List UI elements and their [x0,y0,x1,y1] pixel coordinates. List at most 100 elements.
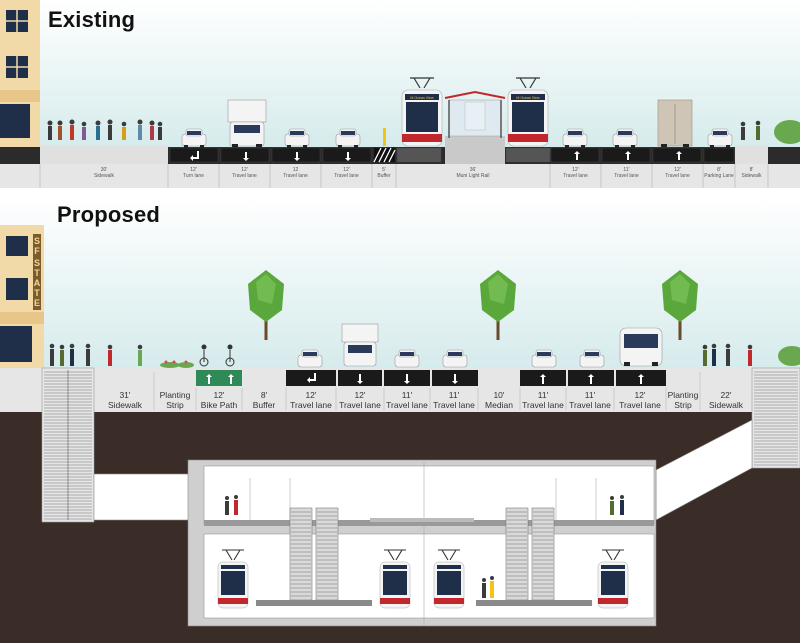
proposed-panel: S F S T A T E [0,196,800,643]
stair-treads [754,371,798,466]
existing-sidewalk-right [735,146,768,164]
proposed-title: Proposed [57,202,161,227]
existing-cars [181,128,733,148]
sf-state-sign-letter: A [34,278,41,288]
tree [662,270,698,340]
underground-station [187,459,657,627]
existing-panel: M Ocean View M Ocean View [0,0,800,188]
existing-segment-label: 12'Turn lane [183,167,204,179]
existing-buffer-hatch [373,147,396,163]
subway-train [217,549,249,609]
car [612,128,638,148]
existing-truck [227,99,267,147]
cyclists [199,344,235,367]
car [562,128,588,148]
car [181,128,207,148]
train-destination-sign: M Ocean View [516,96,540,100]
existing-buffer-bollard [383,128,386,146]
existing-segment-label: 5'Buffer [377,167,391,179]
car [284,128,310,148]
existing-segment-label: 8'Parking Lane [704,167,734,179]
existing-light-rail-train-left: M Ocean View [401,77,443,147]
subway-train [597,549,629,609]
existing-segment-label: 12'Travel lane [334,167,359,179]
existing-sidewalk-left [40,146,168,164]
existing-segment-label: 8'Sidewalk [741,167,762,179]
car [531,349,557,368]
existing-rail-platform [445,136,505,164]
planting-strip-flowers [160,360,194,368]
proposed-segment-label: 11'Travel lane [386,390,428,410]
panel-separator [0,188,800,196]
existing-lane-arrows [190,151,682,161]
proposed-building: S F S T A T E [0,225,44,368]
sf-state-sign-letter: S [34,236,40,246]
car [707,128,733,148]
train-destination-sign: M Ocean View [410,96,434,100]
proposed-segment-label: 8'Buffer [252,390,276,410]
subway-train [379,549,411,609]
subway-trains [217,549,629,609]
car [335,128,361,148]
proposed-bus [619,327,663,367]
proposed-segment-label: 10'Median [485,390,513,410]
existing-light-rail-train-right: M Ocean View [507,77,549,147]
proposed-segment-label: Planting Strip [159,390,191,410]
existing-segment-label: 12'Travel lane [665,167,690,179]
proposed-right-bush [778,346,800,366]
existing-segment-label: 12'Travel lane [232,167,257,179]
proposed-pedestrians [49,343,753,366]
proposed-segment-label: 31'Sidewalk [107,390,143,410]
proposed-segment-label: 11'Travel lane [433,390,475,410]
car [394,349,420,368]
proposed-truck [341,323,379,367]
station-passengers [225,495,624,598]
car [579,349,605,368]
escalator-steps [291,511,553,597]
left-pedestrian-passage [93,473,205,521]
car [297,349,323,368]
escalators [289,507,555,601]
proposed-trees [248,270,698,340]
existing-box-truck [657,99,693,147]
tree [480,270,516,340]
proposed-label-dividers [153,372,701,410]
existing-segment-label: 30'Sidewalk [93,167,114,179]
existing-label-band [0,164,800,188]
proposed-segment-label: Planting Strip [667,390,699,410]
sf-state-sign-letter: E [34,298,40,308]
proposed-segment-label: 11'Travel lane [522,390,564,410]
existing-label-dividers [39,164,769,188]
existing-segment-label: 36'Muni Light Rail [456,167,490,179]
left-station-entrance-stairs [41,367,95,523]
existing-segment-label: 11'Travel lane [614,167,639,179]
sf-state-sign-letter: T [34,268,40,278]
right-station-entrance-stairs [655,367,800,521]
proposed-lane-arrows [206,373,644,384]
proposed-segment-label: 12'Travel lane [290,390,332,410]
proposed-segment-label: 12'Travel lane [339,390,381,410]
proposed-cars [297,349,605,368]
existing-building [0,0,40,147]
station-platforms [256,600,592,606]
proposed-segment-label: 12'Bike Path [200,390,238,410]
existing-right-pedestrians [740,120,800,144]
existing-title: Existing [48,7,136,32]
sf-state-sign-letter: S [34,258,40,268]
sf-state-sign-letter: F [34,246,40,256]
subway-train [433,549,465,609]
proposed-segment-label: 22'Sidewalk [708,390,744,410]
tree [248,270,284,340]
existing-rail-shelter [444,90,506,138]
sf-state-sign-letter: T [34,288,40,298]
car [442,349,468,368]
proposed-segment-label: 12'Travel lane [619,390,661,410]
existing-pedestrians [47,119,163,140]
existing-segment-label: 12'Travel lane [563,167,588,179]
stair-treads [44,371,92,520]
proposed-segment-label: 11'Travel lane [569,390,611,410]
existing-lane-markers [169,147,735,163]
